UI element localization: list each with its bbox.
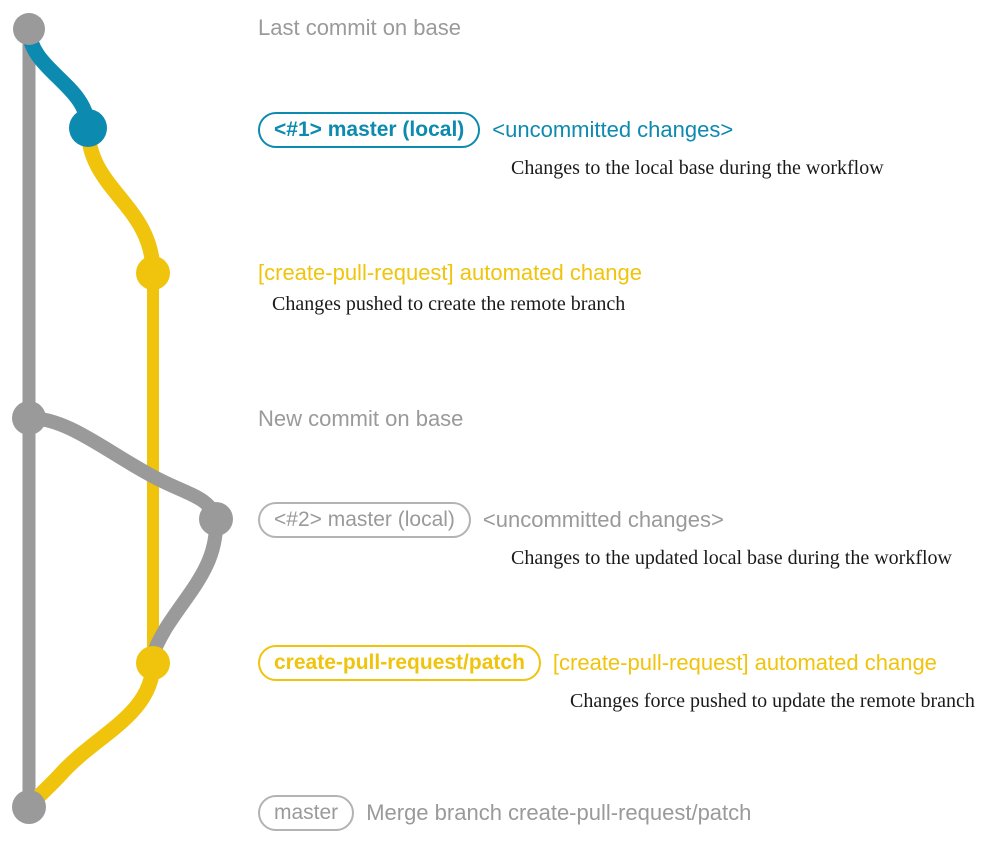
local-to-remote-line-2	[146, 512, 224, 670]
commit-message: Merge branch create-pull-request/patch	[366, 800, 752, 825]
commit-row-automated-change-1: [create-pull-request] automated change C…	[258, 262, 642, 316]
commit-node-merge[interactable]	[12, 790, 46, 824]
commit-node-local-1[interactable]	[69, 109, 107, 147]
commit-message: [create-pull-request] automated change	[552, 650, 937, 675]
commit-subtext: Changes to the local base during the wor…	[511, 157, 884, 179]
commit-row-merge: master Merge branch create-pull-request/…	[258, 795, 751, 831]
commit-subtext: Changes force pushed to update the remot…	[570, 690, 975, 712]
commit-message: New commit on base	[258, 406, 464, 431]
commit-subtext: Changes to the updated local base during…	[511, 547, 952, 569]
branch-label-master[interactable]: master	[258, 795, 355, 831]
commit-node-base-last[interactable]	[13, 13, 45, 45]
commit-message: Last commit on base	[258, 15, 461, 40]
commit-node-remote-1[interactable]	[136, 256, 170, 290]
remote-branch-line-1	[80, 120, 161, 281]
commit-row-new-commit-on-base: New commit on base	[258, 408, 463, 430]
commit-message: <uncommitted changes>	[492, 117, 734, 142]
commit-row-last-commit-on-base: Last commit on base	[258, 17, 461, 39]
local-branch-line-1	[21, 21, 96, 136]
commit-message: [create-pull-request] automated change	[258, 260, 643, 285]
commit-message: <uncommitted changes>	[482, 507, 724, 532]
branch-label-local-2[interactable]: <#2> master (local)	[258, 502, 471, 538]
local-branch-line-2	[22, 411, 223, 526]
merge-line	[21, 655, 161, 815]
branch-label-local-1[interactable]: <#1> master (local)	[258, 112, 481, 148]
commit-node-remote-2[interactable]	[136, 646, 170, 680]
commit-row-local-1: <#1> master (local) <uncommitted changes…	[258, 112, 884, 180]
commit-node-base-new[interactable]	[12, 401, 46, 435]
branch-label-remote[interactable]: create-pull-request/patch	[258, 645, 541, 681]
commit-node-local-2[interactable]	[199, 502, 233, 536]
commit-row-local-2: <#2> master (local) <uncommitted changes…	[258, 502, 952, 570]
commit-row-automated-change-2: create-pull-request/patch [create-pull-r…	[258, 645, 975, 713]
commit-subtext: Changes pushed to create the remote bran…	[272, 293, 626, 315]
